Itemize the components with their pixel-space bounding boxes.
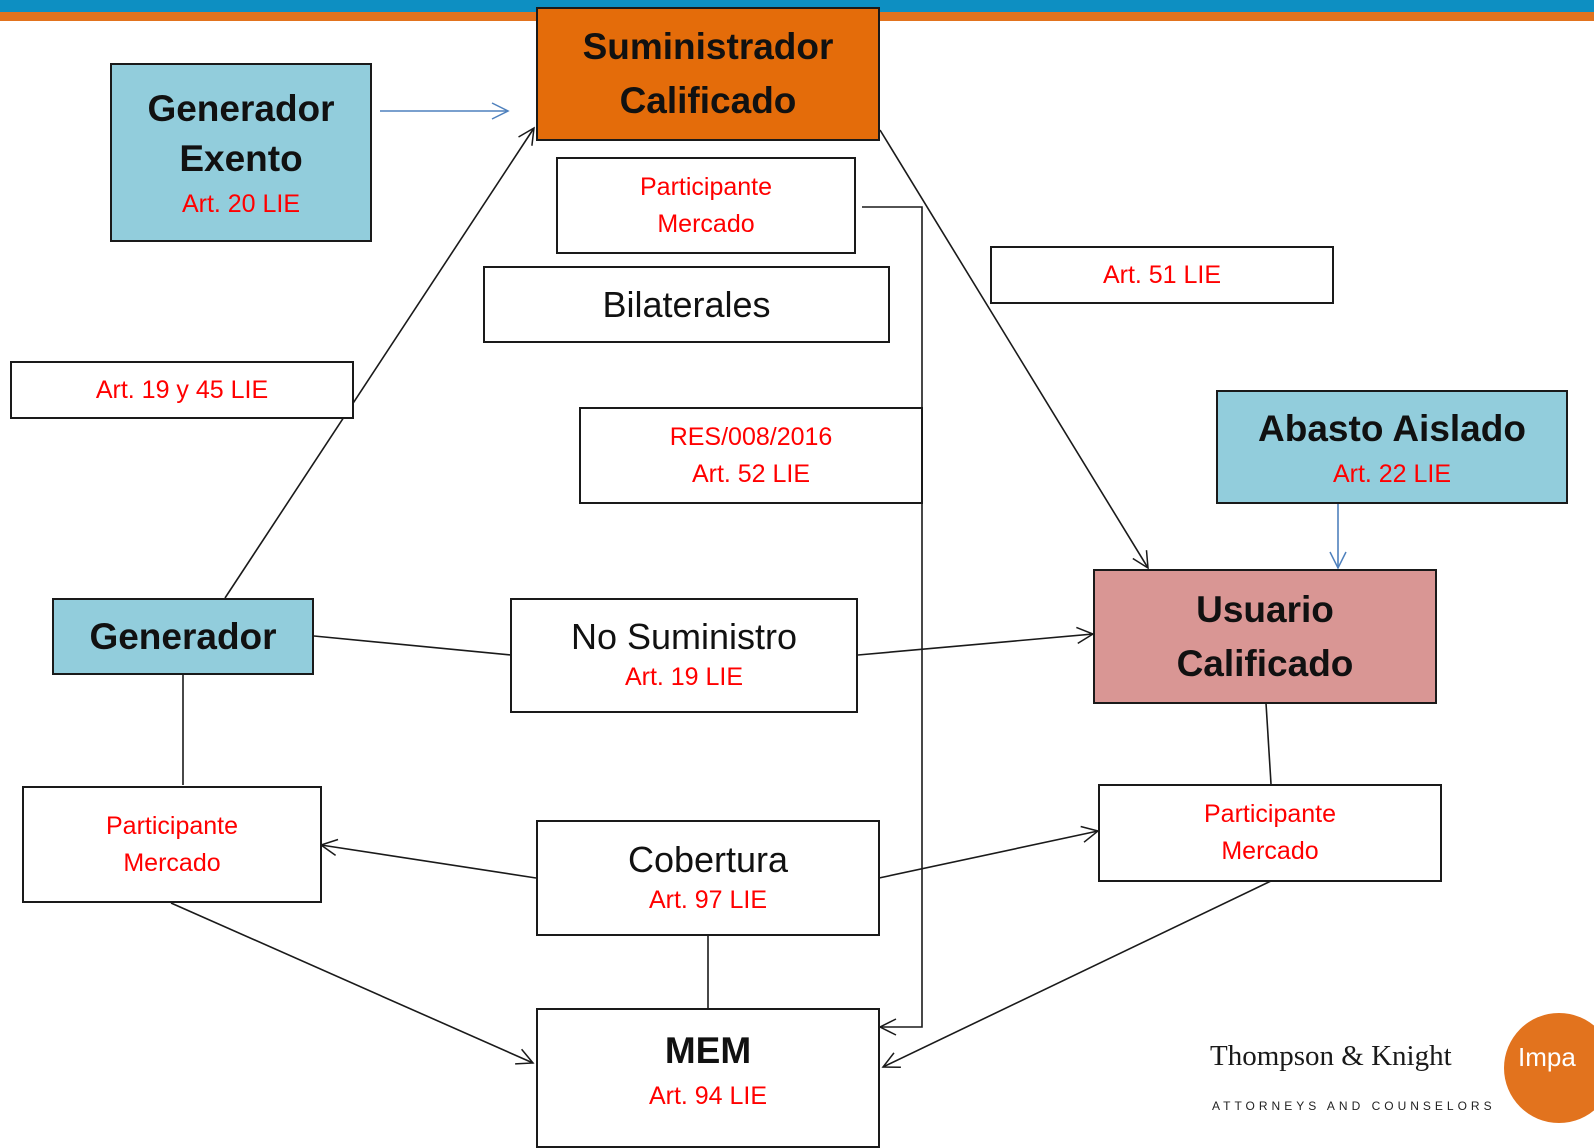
node-bilaterales: Bilaterales	[483, 266, 890, 343]
node-res008: RES/008/2016 Art. 52 LIE	[579, 407, 923, 504]
art19y45-ref: Art. 19 y 45 LIE	[95, 375, 269, 404]
connector-generador-nosuministro	[313, 635, 512, 656]
node-usuario-calificado: Usuario Calificado	[1093, 569, 1437, 704]
logo-circle: Impa	[1504, 1013, 1594, 1123]
node-abasto-aislado: Abasto Aislado Art. 22 LIE	[1216, 390, 1568, 504]
node-art51: Art. 51 LIE	[990, 246, 1334, 304]
connector-generador-suministrador	[224, 126, 535, 599]
connector-participante-right-mem	[881, 880, 1272, 1069]
generador-exento-title-2: Exento	[179, 138, 303, 179]
node-generador-exento: Generador Exento Art. 20 LIE	[110, 63, 372, 242]
mem-title: MEM	[664, 1030, 752, 1071]
res008-line-1: RES/008/2016	[669, 422, 833, 451]
mem-ref: Art. 94 LIE	[648, 1082, 768, 1110]
participante-top-line-2: Mercado	[657, 209, 755, 238]
node-participante-top: Participante Mercado	[556, 157, 856, 254]
node-generador: Generador	[52, 598, 314, 675]
participante-top-line-1: Participante	[639, 172, 773, 201]
node-cobertura: Cobertura Art. 97 LIE	[536, 820, 880, 936]
generador-title: Generador	[89, 615, 277, 657]
participante-left-line-2: Mercado	[123, 848, 221, 877]
participante-right-line-1: Participante	[1203, 800, 1337, 828]
connector-cobertura-participante-left	[319, 838, 537, 879]
logo-name: Thompson & Knight	[1210, 1040, 1452, 1072]
node-art19y45: Art. 19 y 45 LIE	[10, 361, 354, 419]
generador-exento-ref: Art. 20 LIE	[181, 190, 301, 218]
connector-suministrador-usuario	[879, 129, 1149, 570]
abasto-aislado-ref: Art. 22 LIE	[1332, 459, 1452, 488]
node-no-suministro: No Suministro Art. 19 LIE	[510, 598, 858, 713]
participante-right-line-2: Mercado	[1221, 837, 1319, 865]
cobertura-ref: Art. 97 LIE	[648, 885, 768, 914]
connector-participante-left-mem	[170, 902, 535, 1065]
no-suministro-ref: Art. 19 LIE	[624, 663, 744, 691]
connector-usuario-participante-right	[1265, 702, 1272, 785]
connector-cobertura-participante-right	[878, 825, 1100, 879]
logo-tagline: ATTORNEYS AND COUNSELORS	[1212, 1099, 1496, 1113]
usuario-title-2: Calificado	[1176, 642, 1354, 684]
participante-left-line-1: Participante	[105, 811, 239, 840]
node-mem: MEM Art. 94 LIE	[536, 1008, 880, 1148]
header-bar-blue	[0, 0, 1594, 12]
art51-ref: Art. 51 LIE	[1102, 260, 1222, 289]
generador-exento-title-1: Generador	[147, 88, 335, 129]
node-suministrador-calificado: Suministrador Calificado	[536, 7, 880, 141]
connector-nosuministro-usuario	[857, 626, 1095, 656]
cobertura-title: Cobertura	[627, 838, 789, 880]
res008-line-2: Art. 52 LIE	[691, 459, 811, 488]
abasto-aislado-title: Abasto Aislado	[1258, 407, 1526, 449]
suministrador-title-1: Suministrador	[582, 26, 834, 67]
node-participante-left: Participante Mercado	[22, 786, 322, 903]
bilaterales-title: Bilaterales	[602, 283, 771, 325]
suministrador-title-2: Calificado	[619, 80, 797, 121]
node-participante-right: Participante Mercado	[1098, 784, 1442, 882]
usuario-title-1: Usuario	[1196, 588, 1334, 630]
connector-participante-top-mem	[862, 206, 923, 1036]
no-suministro-title: No Suministro	[570, 616, 798, 657]
